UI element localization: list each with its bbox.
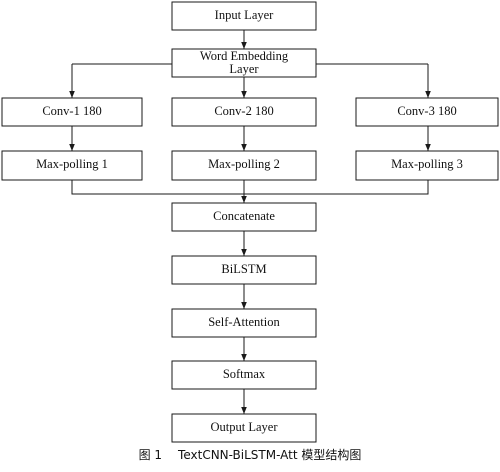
node-output-layer: Output Layer	[171, 413, 317, 443]
node-word-embedding-label-line2: Layer	[229, 62, 259, 76]
node-softmax: Softmax	[171, 360, 317, 390]
node-self-attention: Self-Attention	[171, 308, 317, 338]
figure-number: 图 1	[138, 448, 163, 462]
node-output-layer-label: Output Layer	[211, 420, 279, 434]
node-max-polling-2: Max-polling 2	[171, 150, 317, 181]
figure-title: TextCNN-BiLSTM-Att 模型结构图	[178, 448, 362, 462]
edge-pool3-concat	[244, 180, 429, 195]
node-concatenate-label: Concatenate	[213, 209, 275, 223]
edge-pool1-concat	[71, 180, 244, 195]
node-bilstm: BiLSTM	[171, 255, 317, 285]
node-max-polling-3: Max-polling 3	[355, 150, 499, 181]
node-word-embedding: Word Embedding Layer	[171, 48, 317, 78]
node-conv-2-label: Conv-2 180	[214, 104, 273, 118]
node-max-polling-1-label: Max-polling 1	[36, 157, 108, 171]
node-concatenate: Concatenate	[171, 202, 317, 232]
node-softmax-label: Softmax	[223, 367, 266, 381]
node-max-polling-2-label: Max-polling 2	[208, 157, 280, 171]
node-conv-3: Conv-3 180	[355, 97, 499, 127]
node-max-polling-3-label: Max-polling 3	[391, 157, 463, 171]
node-conv-2: Conv-2 180	[171, 97, 317, 127]
node-bilstm-label: BiLSTM	[221, 262, 266, 276]
edges	[69, 30, 431, 414]
node-conv-1-label: Conv-1 180	[42, 104, 101, 118]
node-max-polling-1: Max-polling 1	[1, 150, 143, 181]
node-conv-3-label: Conv-3 180	[397, 104, 456, 118]
node-self-attention-label: Self-Attention	[208, 315, 280, 329]
node-conv-1: Conv-1 180	[1, 97, 143, 127]
node-word-embedding-label-line1: Word Embedding	[200, 49, 289, 63]
node-input-layer: Input Layer	[171, 1, 317, 31]
figure-caption: 图 1 TextCNN-BiLSTM-Att 模型结构图	[0, 446, 500, 466]
node-input-layer-label: Input Layer	[215, 8, 274, 22]
